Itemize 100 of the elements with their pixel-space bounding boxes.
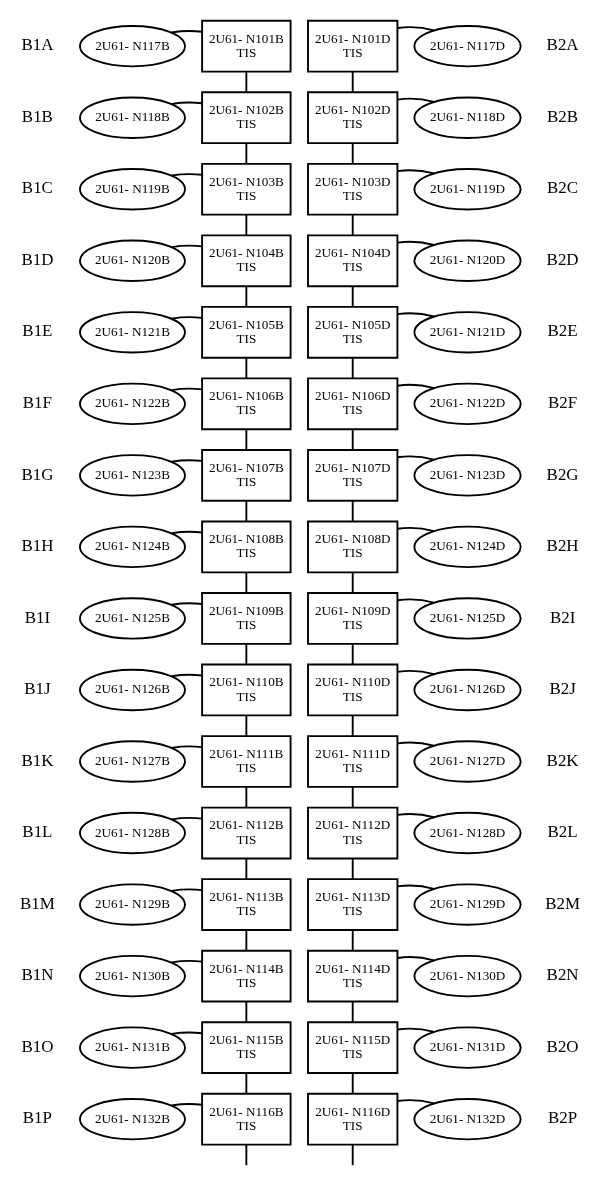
connector: [351, 285, 354, 308]
label: B1L: [22, 821, 53, 841]
connector: [245, 857, 248, 880]
label: B1J: [24, 678, 51, 698]
node-box: 2U61- N113D TIS: [307, 877, 399, 931]
connector: [245, 285, 248, 308]
node-box: 2U61- N102D TIS: [307, 90, 399, 144]
node-box: 2U61- N109B TIS: [201, 591, 292, 645]
node-ellipse: 2U61- N128D: [413, 811, 522, 854]
node-ellipse: 2U61- N130D: [413, 954, 522, 997]
connector: [396, 597, 435, 604]
node-box: 2U61- N103B TIS: [201, 162, 292, 216]
node-box: 2U61- N101B TIS: [201, 19, 292, 73]
connector: [170, 887, 203, 892]
connector: [245, 428, 248, 451]
connector: [351, 857, 354, 880]
connector: [245, 571, 248, 594]
node-box: 2U61- N105B TIS: [201, 305, 292, 359]
connector: [170, 315, 203, 320]
label: B2N: [546, 964, 579, 984]
connector: [245, 141, 248, 165]
node-box: 2U61- N115D TIS: [307, 1020, 399, 1074]
node-ellipse: 2U61- N126B: [79, 668, 186, 711]
node-ellipse: 2U61- N127B: [79, 739, 186, 783]
node-box: 2U61- N113B TIS: [201, 877, 292, 931]
node-box: 2U61- N116D TIS: [307, 1092, 399, 1146]
node-box: 2U61- N102B TIS: [201, 90, 292, 144]
node-ellipse: 2U61- N120B: [79, 239, 186, 282]
node-box: 2U61- N110D TIS: [307, 663, 399, 716]
node-box: 2U61- N110B TIS: [201, 663, 292, 716]
connector: [170, 458, 203, 463]
label: B1D: [21, 249, 54, 269]
node-ellipse: 2U61- N126D: [413, 668, 522, 711]
label: B2M: [545, 893, 581, 913]
label: B2P: [548, 1107, 578, 1127]
connector: [245, 714, 248, 737]
connector: [170, 601, 203, 606]
connector: [351, 571, 354, 594]
connector: [396, 741, 435, 747]
node-box: 2U61- N111D TIS: [307, 734, 399, 788]
node-box: 2U61- N114D TIS: [307, 949, 399, 1002]
node-ellipse: 2U61- N117D: [413, 24, 522, 67]
node-ellipse: 2U61- N124D: [413, 525, 522, 568]
label: B2A: [546, 34, 579, 54]
connector: [396, 311, 435, 317]
node-ellipse: 2U61- N120D: [413, 239, 522, 282]
node-ellipse: 2U61- N129D: [413, 882, 522, 926]
node-box: 2U61- N106D TIS: [307, 377, 399, 430]
label: B1F: [22, 392, 52, 412]
connector: [351, 499, 354, 522]
connector: [351, 70, 354, 93]
connector: [170, 172, 203, 176]
node-ellipse: 2U61- N131D: [413, 1025, 522, 1069]
connector: [396, 1027, 435, 1033]
node-box: 2U61- N115B TIS: [201, 1020, 292, 1074]
node-ellipse: 2U61- N129B: [79, 882, 186, 926]
label: B2F: [548, 392, 578, 412]
node-ellipse: 2U61- N132B: [79, 1097, 186, 1140]
node-ellipse: 2U61- N118B: [79, 96, 186, 139]
label: B2H: [546, 535, 579, 555]
connector: [170, 959, 203, 963]
connector: [351, 1000, 354, 1023]
connector: [170, 244, 203, 248]
label: B2D: [546, 249, 579, 269]
node-ellipse: 2U61- N125D: [413, 596, 522, 640]
connector: [351, 642, 354, 665]
node-ellipse: 2U61- N119D: [413, 167, 522, 210]
connector: [245, 1000, 248, 1023]
node-box: 2U61- N105D TIS: [307, 305, 399, 359]
connector: [351, 213, 354, 236]
node-box: 2U61- N101D TIS: [307, 19, 399, 73]
node-ellipse: 2U61- N121D: [413, 310, 522, 353]
connector: [351, 1143, 354, 1166]
label: B2K: [546, 750, 579, 770]
label: B1A: [21, 34, 54, 54]
connector: [170, 673, 203, 677]
connector: [170, 387, 203, 391]
connector: [170, 101, 203, 105]
node-ellipse: 2U61- N122B: [79, 382, 186, 425]
node-ellipse: 2U61- N123B: [79, 453, 186, 497]
node-box: 2U61- N109D TIS: [307, 591, 399, 645]
node-ellipse: 2U61- N131B: [79, 1025, 186, 1069]
connector: [396, 812, 435, 818]
node-box: 2U61- N106B TIS: [201, 377, 292, 430]
connector: [396, 383, 435, 389]
connector: [245, 785, 248, 808]
connector: [351, 785, 354, 808]
connector: [170, 1031, 203, 1035]
label: B1P: [22, 1107, 52, 1127]
node-ellipse: 2U61- N119B: [79, 167, 186, 210]
label: B1I: [24, 607, 51, 627]
node-box: 2U61- N112B TIS: [201, 806, 292, 859]
label: B2E: [547, 320, 578, 340]
connector: [396, 884, 435, 890]
node-box: 2U61- N107B TIS: [201, 448, 292, 502]
connector: [351, 141, 354, 165]
connector: [170, 530, 203, 534]
connector: [351, 428, 354, 451]
node-ellipse: 2U61- N118D: [413, 96, 522, 139]
connector: [245, 1071, 248, 1094]
